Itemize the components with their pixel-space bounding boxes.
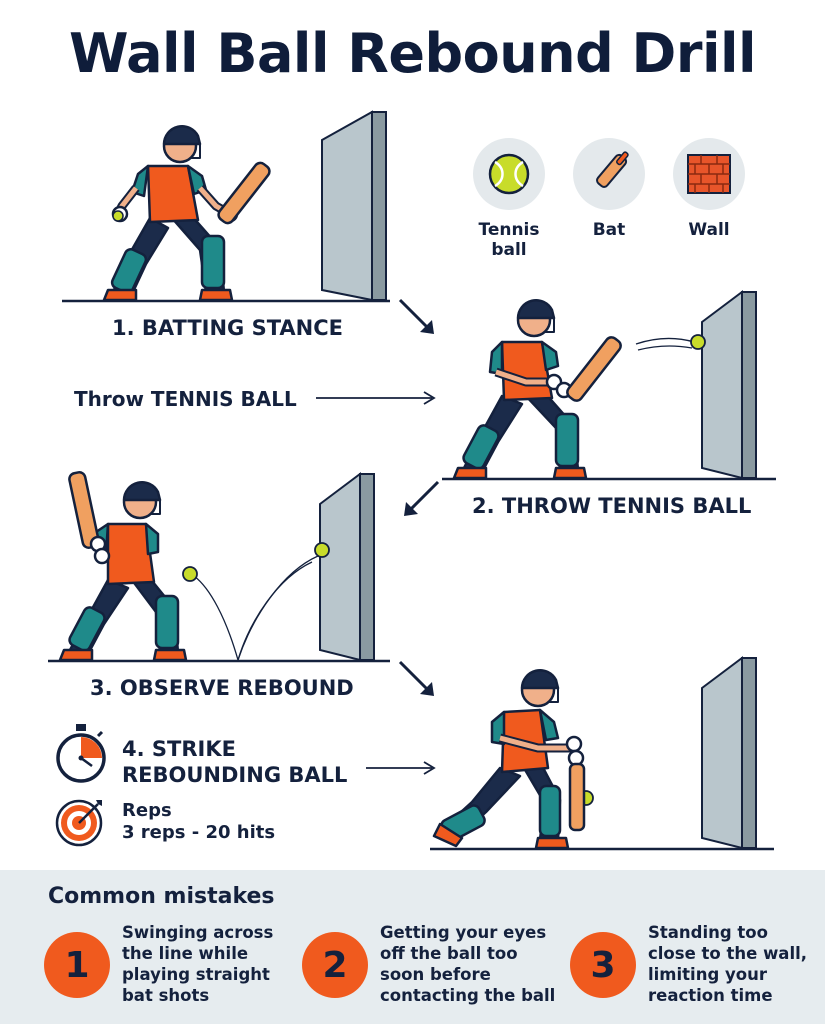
arrow-right-icon xyxy=(316,391,436,405)
equipment-bat: Bat xyxy=(564,138,654,240)
target-icon xyxy=(55,799,103,847)
step-1-label: 1. BATTING STANCE xyxy=(112,316,343,340)
player-figure xyxy=(102,125,271,302)
scene-throw-tennis-ball xyxy=(440,286,780,486)
player-figure xyxy=(58,471,188,662)
player-figure xyxy=(452,299,622,480)
step-2-label: 2. THROW TENNIS BALL xyxy=(472,494,752,518)
equipment-label: Bat xyxy=(592,220,626,240)
arrow-down-right-icon xyxy=(398,660,434,696)
mistakes-title: Common mistakes xyxy=(48,884,275,909)
arrow-right-icon xyxy=(366,761,436,775)
reps-title: Reps xyxy=(122,800,172,821)
common-mistakes-panel: Common mistakes 1 Swinging across the li… xyxy=(0,870,825,1024)
step-4-label-line2: REBOUNDING BALL xyxy=(122,763,348,787)
arrow-down-right-icon xyxy=(398,298,434,334)
reps-value: 3 reps - 20 hits xyxy=(122,822,276,843)
scene-strike-rebounding-ball xyxy=(428,652,778,856)
equipment-label: Wall xyxy=(688,220,730,240)
equipment-tennis-ball: Tennis ball xyxy=(464,138,554,260)
step-4-label-line1: 4. STRIKE xyxy=(122,737,236,761)
mistake-number-badge: 1 xyxy=(44,932,110,998)
equipment-wall: Wall xyxy=(664,138,754,240)
mistake-text: Standing too close to the wall, limiting… xyxy=(648,923,808,1005)
equipment-label: Tennis ball xyxy=(478,220,540,260)
stopwatch-icon xyxy=(56,724,106,783)
throw-instruction: Throw TENNIS BALL xyxy=(74,387,297,411)
step-4-label: 4. STRIKE REBOUNDING BALL xyxy=(122,736,347,788)
step-3-label: 3. OBSERVE REBOUND xyxy=(90,676,354,700)
tennis-ball-icon xyxy=(488,153,530,195)
arrow-down-left-icon xyxy=(404,480,440,516)
bat-icon xyxy=(596,151,629,188)
scene-observe-rebound xyxy=(46,468,396,668)
mistake-number-badge: 3 xyxy=(570,932,636,998)
mistake-text: Getting your eyes off the ball too soon … xyxy=(380,923,556,1005)
brick-wall-icon xyxy=(687,154,731,194)
scene-batting-stance xyxy=(60,110,400,310)
reps-block: Reps 3 reps - 20 hits xyxy=(122,800,275,844)
page-title: Wall Ball Rebound Drill xyxy=(68,22,757,85)
mistake-text: Swinging across the line while playing s… xyxy=(122,923,274,1005)
player-figure xyxy=(432,669,586,850)
mistake-number-badge: 2 xyxy=(302,932,368,998)
